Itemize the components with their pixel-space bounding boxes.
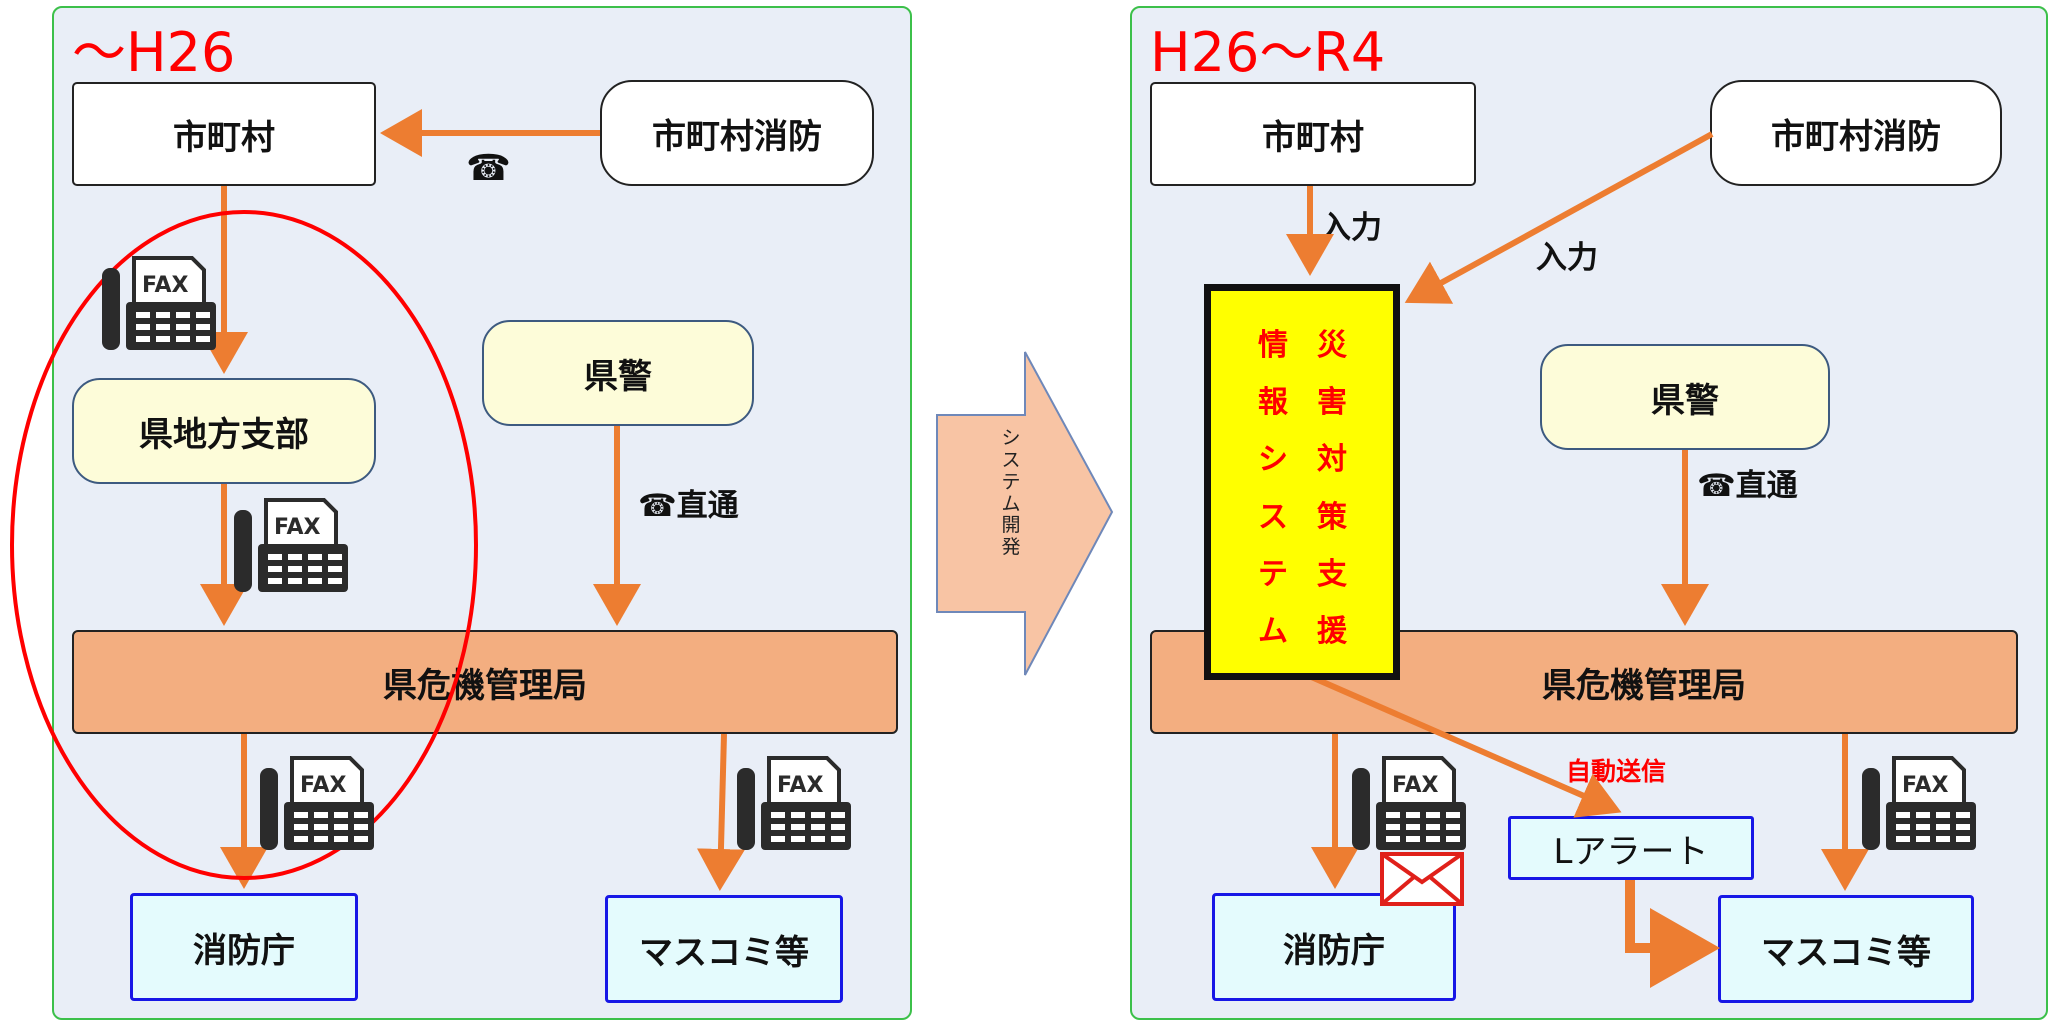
system-char: 対 (1317, 442, 1347, 478)
transition-char: テ (1001, 470, 1021, 493)
system-char: 情 (1258, 328, 1288, 363)
arrow-system-to-lalert (1298, 669, 1622, 818)
svg-text:FAX: FAX (1902, 773, 1949, 798)
system-char: テ (1258, 556, 1288, 592)
left-branch-box: 県地方支部 (72, 378, 376, 484)
right-municipality-box: 市町村 (1150, 82, 1476, 186)
right-municipal-fire-box: 市町村消防 (1710, 80, 2002, 186)
system-char: 策 (1317, 499, 1347, 535)
left-crisis-bureau-box: 県危機管理局 (72, 630, 898, 734)
fax-machine-icon: FAX (1862, 756, 1976, 850)
system-char: シ (1258, 442, 1288, 478)
system-char: 報 (1258, 385, 1288, 421)
svg-text:FAX: FAX (142, 273, 189, 298)
svg-text:FAX: FAX (1392, 773, 1439, 798)
system-char: 害 (1317, 385, 1347, 421)
system-char: ス (1258, 499, 1288, 535)
left-fdma-box: 消防庁 (130, 893, 358, 1001)
l-alert-box: Lアラート (1508, 816, 1754, 880)
arrow-lalert-to-media (1625, 880, 1720, 988)
input-label-fire: 入力 (1536, 240, 1598, 276)
disaster-support-system-box (1204, 284, 1400, 680)
left-era-label: ～H26 (72, 21, 236, 84)
fax-machine-icon: FAX (102, 256, 216, 350)
arrow-bureau-to-media (696, 733, 745, 891)
svg-text:FAX: FAX (300, 773, 347, 798)
system-char: 災 (1317, 328, 1347, 363)
left-municipal-fire-box: 市町村消防 (600, 80, 874, 186)
arrow-fire-to-system (1404, 131, 1714, 304)
system-column-1: 情 報 シ ス テ ム (1253, 320, 1293, 650)
left-police-box: 県警 (482, 320, 754, 426)
right-fdma-box: 消防庁 (1212, 893, 1456, 1001)
right-police-box: 県警 (1540, 344, 1830, 450)
fax-machine-icon: FAX (737, 756, 851, 850)
svg-text:FAX: FAX (777, 773, 824, 798)
left-phone-label: ☎ (466, 148, 511, 189)
transition-char: 開 (1001, 514, 1021, 537)
fax-machine-icon: FAX (1352, 756, 1466, 850)
svg-text:FAX: FAX (274, 515, 321, 540)
transition-char: シ (1001, 427, 1021, 449)
envelope-icon (1380, 852, 1464, 906)
left-municipality-box: 市町村 (72, 82, 376, 186)
fax-machine-icon: FAX (260, 756, 374, 850)
transition-char: ス (1001, 448, 1021, 471)
fax-machine-icon: FAX (234, 498, 348, 592)
system-column-2: 災 害 対 策 支 援 (1312, 320, 1352, 650)
right-era-label: H26～R4 (1150, 21, 1386, 84)
right-direct-line-label: ☎直通 (1697, 468, 1798, 504)
transition-char: ム (1001, 492, 1021, 515)
system-char: ム (1258, 613, 1288, 649)
transition-label: シ ス テ ム 開 発 (994, 427, 1028, 559)
highlight-ellipse (10, 210, 478, 880)
system-char: 支 (1317, 556, 1347, 592)
left-direct-line-label: ☎直通 (638, 488, 739, 524)
left-media-box: マスコミ等 (605, 895, 843, 1003)
transition-char: 発 (1001, 536, 1021, 559)
system-char: 援 (1317, 613, 1347, 649)
